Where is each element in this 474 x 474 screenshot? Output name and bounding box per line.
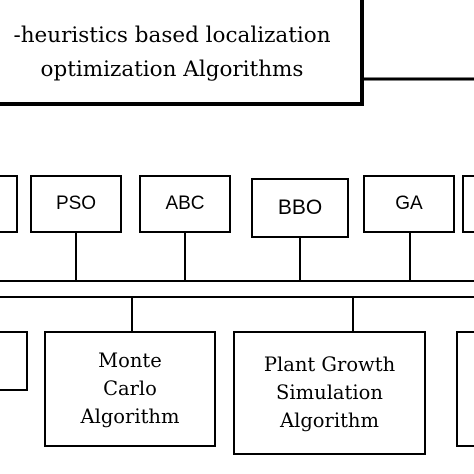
algorithm-box-partial-left: [0, 175, 18, 233]
method-line-1: Plant Growth: [263, 353, 396, 376]
algorithm-label-pso: PSO: [55, 193, 97, 214]
title-line-2: optimization Algorithms: [40, 57, 304, 82]
method-box-monte-carlo: Monte Carlo Algorithm: [44, 331, 216, 447]
method-line-2: Carlo: [103, 377, 157, 400]
algorithm-box-bbo: BBO: [251, 178, 349, 238]
algorithm-box-ga: GA: [363, 175, 455, 233]
method-box-partial-left: [0, 331, 28, 391]
algorithm-box-abc: ABC: [139, 175, 231, 233]
title-line-1: -heuristics based localization: [13, 23, 331, 48]
algorithm-box-pso: PSO: [30, 175, 122, 233]
method-box-partial-right: [456, 331, 474, 447]
algorithm-label-ga: GA: [395, 193, 423, 214]
method-line-2: Simulation: [276, 381, 383, 404]
title-box: -heuristics based localization optimizat…: [0, 0, 364, 106]
method-box-plant-growth: Plant Growth Simulation Algorithm: [233, 331, 426, 455]
method-line-3: Algorithm: [80, 405, 180, 428]
method-line-3: Algorithm: [280, 409, 379, 432]
method-line-1: Monte: [98, 349, 162, 372]
algorithm-label-bbo: BBO: [277, 196, 323, 219]
algorithm-label-abc: ABC: [165, 193, 205, 214]
algorithm-box-partial-right: [462, 175, 474, 233]
